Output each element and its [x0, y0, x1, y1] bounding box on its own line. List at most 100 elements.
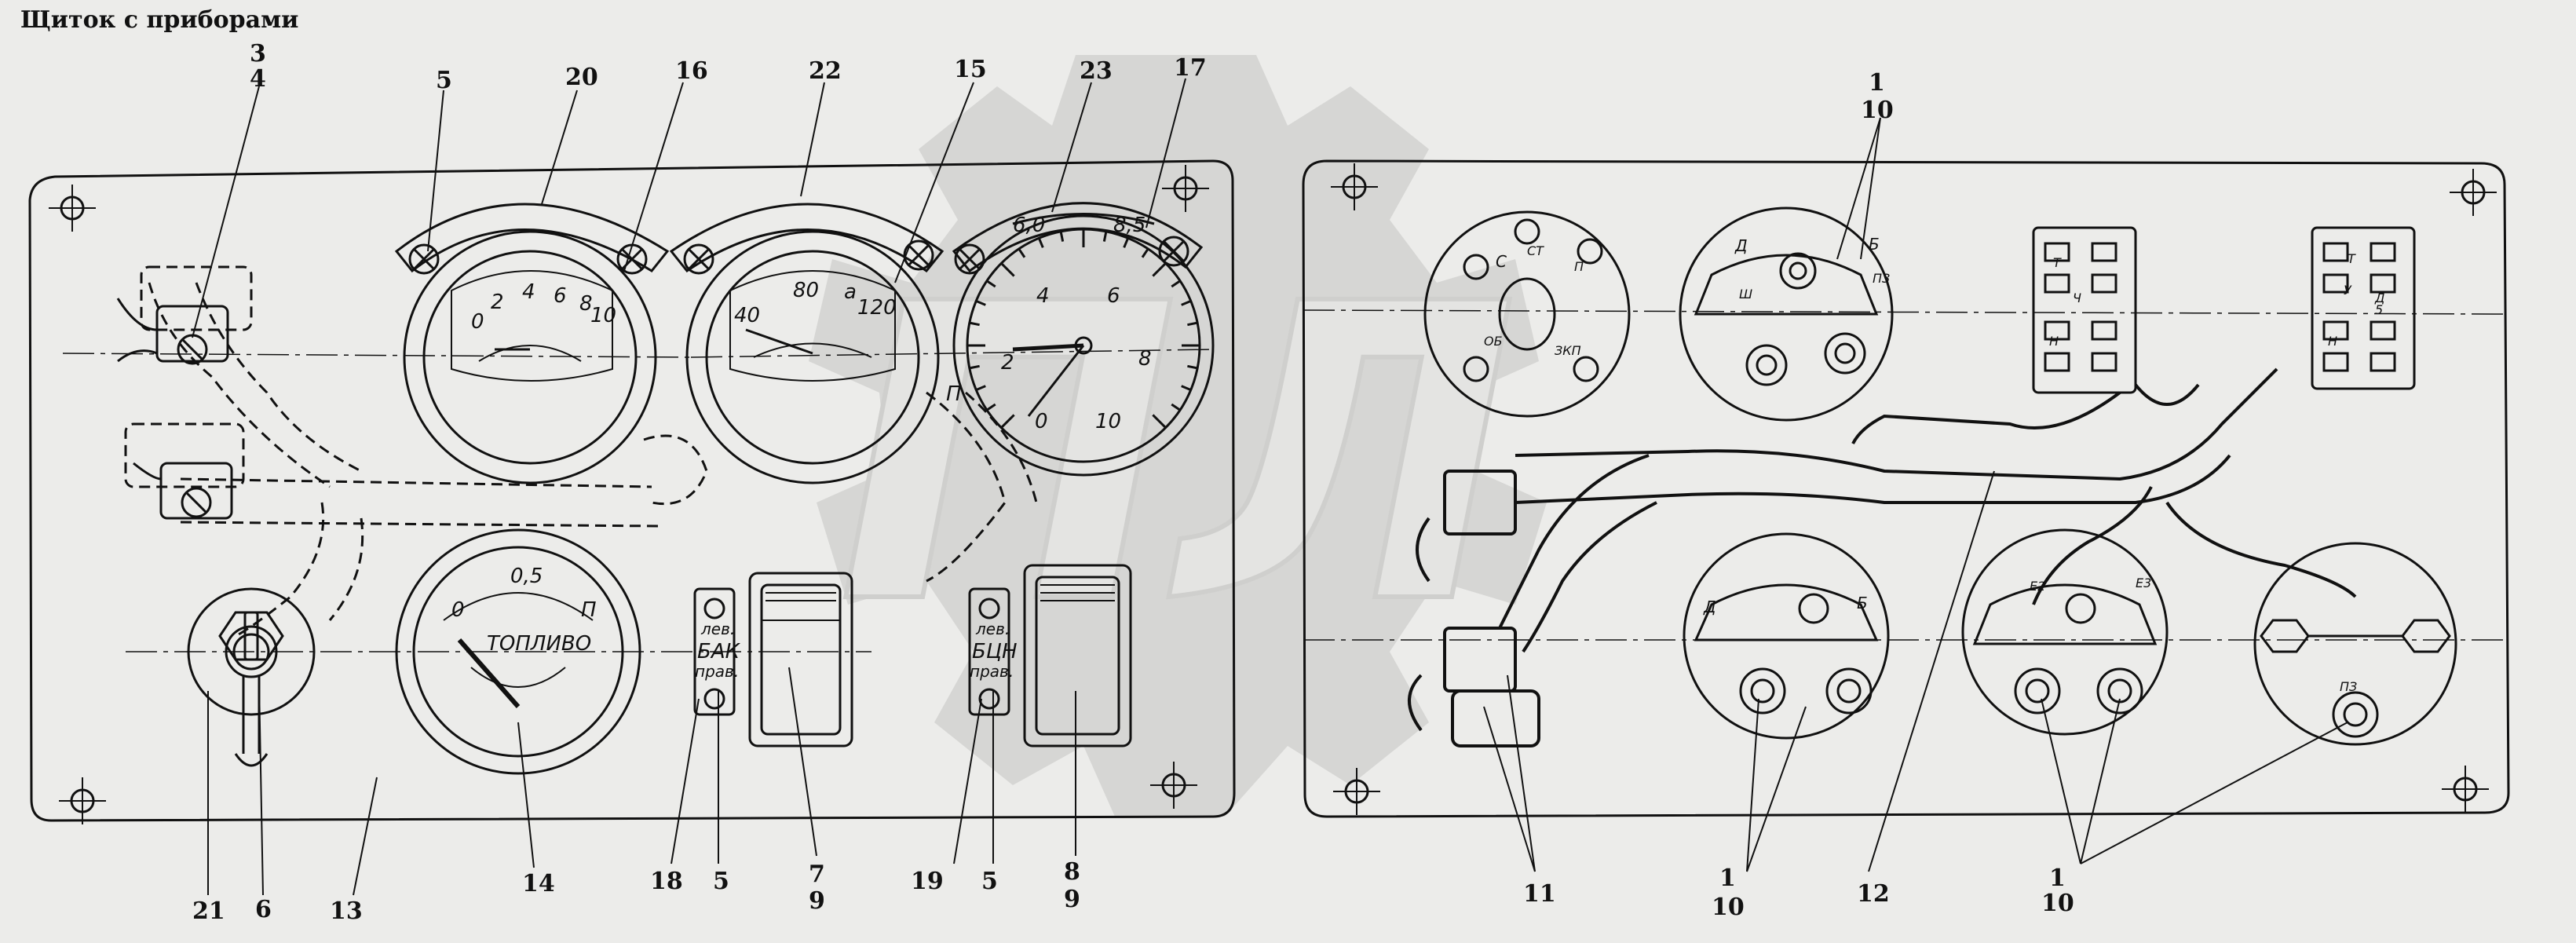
mount-hole	[2450, 169, 2497, 216]
tachometer-scale: 6,0 8,5 2 4 6 8 10 0 П	[946, 214, 1152, 433]
switch-rear-connector-right	[2311, 226, 2416, 390]
callout-19: 19	[911, 868, 944, 895]
tick-label: 6,0	[1013, 214, 1045, 237]
mount-hole	[1150, 762, 1197, 809]
terminal-block-lower	[133, 462, 233, 520]
callout-10: 10	[1712, 894, 1745, 921]
callout-13: 13	[330, 897, 363, 925]
terminal-label: Е2	[2030, 579, 2045, 594]
terminal-label: 5	[2375, 302, 2383, 317]
callout-5: 5	[436, 67, 452, 94]
terminal-label: Ч	[2073, 291, 2081, 305]
tick-label: П	[581, 598, 597, 622]
terminal-label: Т	[2348, 251, 2356, 266]
tachometer-ticks	[967, 229, 1200, 429]
switch-label-line: прав.	[970, 662, 1014, 681]
front-panel	[28, 159, 1236, 824]
pump-switch-label: лев. БЦН прав.	[970, 620, 1018, 681]
center-lines	[62, 309, 2505, 652]
ignition-switch-rear	[2253, 542, 2457, 746]
temperature-gauge-scale: 0 2 4 6 8 10	[471, 280, 616, 334]
terminal-label: ОБ	[1484, 334, 1503, 349]
callout-3: 3	[250, 40, 266, 68]
tick-mark	[1018, 248, 1026, 258]
callout-20: 20	[565, 64, 598, 91]
tick-mark	[1152, 414, 1167, 429]
switch-rear-connector-left	[2032, 226, 2137, 394]
tick-label: 4	[522, 280, 535, 304]
switch-label-line: лев.	[975, 620, 1010, 638]
rear-panel	[1302, 159, 2510, 818]
tick-mark	[1171, 280, 1181, 288]
tick-mark	[1000, 262, 1015, 277]
terminal-label: ЗКП	[1555, 343, 1581, 358]
harness-dashed	[124, 265, 1038, 638]
callout-1: 1	[2049, 864, 2066, 892]
tick-mark	[1181, 299, 1192, 306]
oil-gauge-rear	[1683, 532, 1890, 740]
tick-label: 0,5	[510, 565, 543, 588]
callout-5: 5	[713, 868, 729, 895]
tank-switch-label: лев. БАК прав.	[695, 620, 741, 681]
terminal-label: Б	[1857, 594, 1868, 612]
fuel-gauge-rear	[1961, 528, 2169, 736]
fuel-gauge-scale: 0 0,5 П ТОПЛИВО	[451, 565, 597, 656]
tick-label: 4	[1036, 284, 1050, 308]
tick-label: 8	[579, 292, 593, 316]
tick-mark	[1187, 321, 1198, 327]
callout-10: 10	[1861, 97, 1894, 124]
tick-label: 6	[1107, 284, 1120, 308]
tick-mark	[1059, 231, 1065, 242]
callout-18: 18	[650, 868, 683, 895]
terminal-label: Б	[1869, 235, 1880, 254]
watermark-text: ПЛ	[837, 217, 1518, 693]
terminal-label: СТ	[1527, 243, 1544, 258]
tick-label: 0	[451, 598, 465, 622]
callout-9: 9	[809, 887, 825, 915]
tick-mark	[986, 403, 996, 411]
tick-mark	[975, 299, 986, 306]
tick-mark	[1171, 403, 1181, 411]
tick-label: 2	[1001, 351, 1014, 375]
tick-label: 80	[793, 279, 819, 302]
mount-hole	[1162, 165, 1209, 212]
callout-1: 1	[1869, 69, 1885, 97]
temperature-gauge	[394, 203, 670, 484]
mount-hole	[1331, 163, 1378, 210]
callout-17: 17	[1174, 54, 1207, 82]
tick-mark	[1152, 262, 1167, 277]
pump-selector-switch	[968, 564, 1132, 747]
terminal-label: Н	[2328, 334, 2337, 349]
callout-21: 21	[192, 897, 225, 925]
tick-label: 120	[857, 296, 897, 320]
callout-5: 5	[981, 868, 998, 895]
mount-hole	[59, 777, 106, 824]
terminal-label: ПЗ	[1873, 271, 1890, 286]
tick-label: 2	[491, 291, 504, 314]
callout-8: 8	[1064, 858, 1080, 886]
tick-mark	[986, 280, 996, 288]
callout-6: 6	[255, 896, 272, 923]
tick-mark	[969, 321, 980, 327]
terminal-label: С	[1496, 252, 1507, 271]
tick-label: 10	[590, 304, 616, 327]
tick-label: 6	[554, 284, 567, 308]
mount-hole	[2442, 766, 2489, 813]
leader-lines	[192, 78, 2348, 896]
tick-mark	[1037, 237, 1044, 248]
switch-label-line: лев.	[700, 620, 735, 638]
tachometer-rear	[1423, 210, 1631, 418]
callout-23: 23	[1080, 57, 1113, 85]
callout-11: 11	[1523, 880, 1556, 908]
tick-mark	[1102, 231, 1108, 242]
terminal-label: Д	[2374, 291, 2385, 305]
wiring-harness	[1408, 367, 2357, 747]
temperature-gauge-rear	[1679, 207, 1894, 422]
tick-label: 40	[734, 304, 760, 327]
tick-label: 8,5	[1113, 214, 1145, 237]
mount-hole	[49, 185, 96, 232]
page-title: Щиток с приборами	[20, 6, 299, 34]
callout-numbers: 3 4 5 20 16 22 15 23 17 1 10 21 6 13 14 …	[192, 40, 2074, 925]
tick-label: 0	[471, 310, 484, 334]
